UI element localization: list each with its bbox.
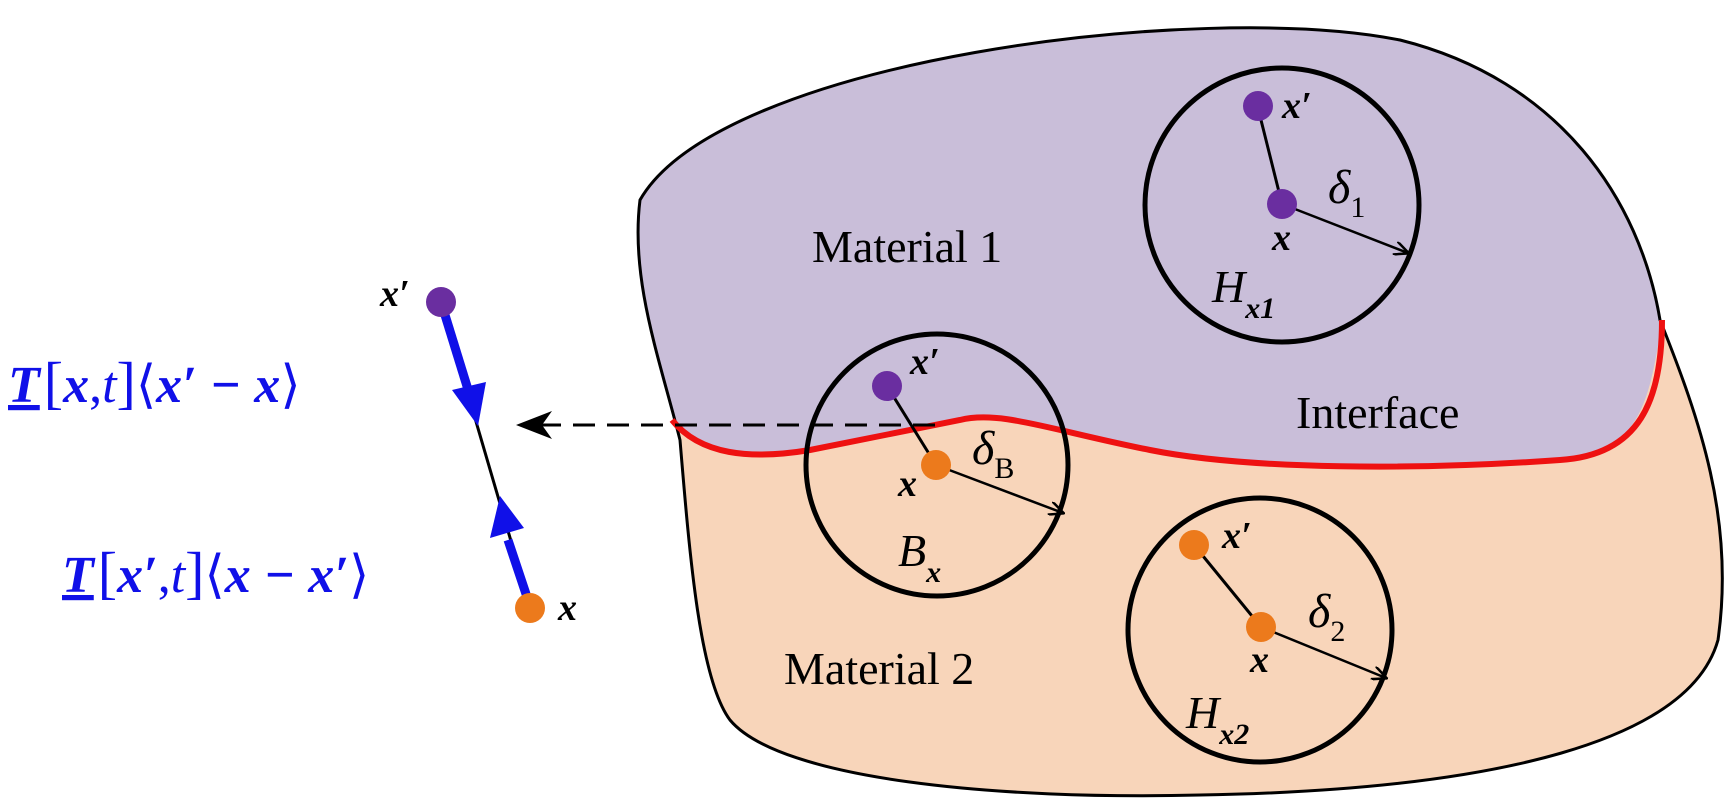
- point-x-prime-2: [1179, 530, 1209, 560]
- horizon-material-2: x′ x δ2 Hx2: [1125, 495, 1395, 765]
- dashed-pointer-arrowhead: [516, 411, 552, 439]
- point-x-1: [1267, 189, 1297, 219]
- bond-force-detail: x′ x: [379, 273, 577, 629]
- label-x-B: x: [897, 463, 917, 505]
- label-x-1: x: [1271, 217, 1291, 259]
- label-x-prime-B: x′: [909, 341, 940, 383]
- label-B-x: Bx: [898, 525, 941, 589]
- horizon-material-1: x′ x δ1 Hx1: [1142, 65, 1422, 345]
- material-1-label: Material 1: [812, 221, 1002, 272]
- horizon-circle-2: [1125, 495, 1395, 765]
- bond-line-B: [885, 385, 938, 466]
- interface-label: Interface: [1296, 387, 1459, 438]
- point-x-prime-B: [872, 371, 902, 401]
- label-H-x2: Hx2: [1185, 687, 1249, 751]
- force-arrow-bottom-head: [490, 496, 524, 538]
- radius-arrow-2: [1260, 625, 1386, 678]
- force-arrow-top-head: [452, 382, 486, 426]
- point-x-B: [921, 450, 951, 480]
- label-H-x1: Hx1: [1211, 261, 1275, 325]
- radius-arrow-B: [935, 463, 1063, 513]
- label-x-prime-2: x′: [1221, 515, 1252, 557]
- horizon-interface: x′ x δB Bx: [803, 331, 1071, 599]
- bond-line-2: [1192, 544, 1263, 628]
- material-body: [638, 27, 1723, 796]
- force-arrow-top-shaft: [436, 300, 475, 398]
- interface-line: [669, 319, 1665, 470]
- point-x-zoom: [515, 593, 545, 623]
- force-state-label-bottom: T[x′,t]⟨x − x′⟩: [62, 540, 369, 605]
- horizon-circle-1: [1142, 65, 1422, 345]
- body-outline: [636, 26, 1724, 798]
- label-x-2: x: [1249, 639, 1269, 681]
- point-x-2: [1246, 612, 1276, 642]
- bond-line-1: [1256, 107, 1284, 205]
- label-x-prime-zoom: x′: [379, 273, 410, 315]
- label-x-prime-1: x′: [1281, 85, 1312, 127]
- material-1-region: [638, 27, 1723, 467]
- force-state-label-top: T[x,t]⟨x′ − x⟩: [8, 350, 301, 415]
- point-x-prime-1: [1243, 91, 1273, 121]
- material-2-label: Material 2: [784, 643, 974, 694]
- label-delta-B: δB: [972, 422, 1014, 485]
- label-delta-2: δ2: [1308, 585, 1345, 648]
- point-x-prime-zoom: [426, 287, 456, 317]
- label-delta-1: δ1: [1328, 161, 1365, 224]
- label-x-zoom: x: [557, 587, 577, 629]
- horizon-circle-B: [803, 331, 1071, 599]
- radius-arrow-1: [1281, 202, 1408, 253]
